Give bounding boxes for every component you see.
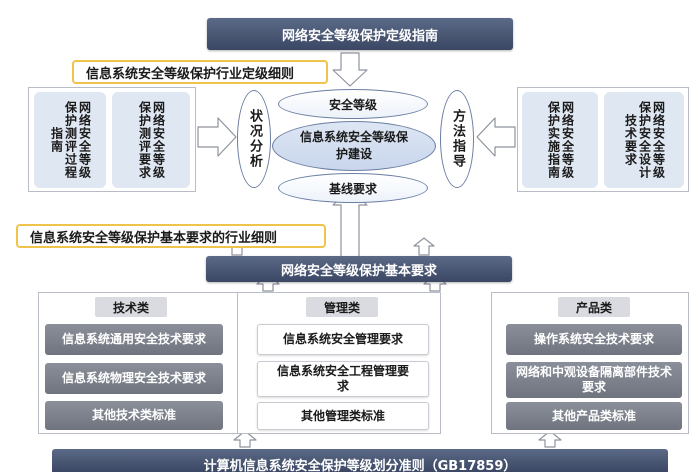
mgmt-item-other-text: 其他管理类标准 [300,408,385,423]
mgmt-item-engineering: 信息系统安全工程管理要求 [257,361,429,397]
tech-category-label: 技术类 [95,297,167,317]
status-analysis-text: 状况分析 [247,109,262,169]
baseline-requirement-ellipse: 基线要求 [278,173,428,203]
mgmt-item-security: 信息系统安全管理要求 [257,324,429,355]
product-item-other-text: 其他产品类标准 [551,408,636,423]
basic-requirements-text: 网络安全等级保护基本要求 [280,263,437,279]
tech-item-other: 其他技术类标准 [45,401,223,430]
mgmt-item-other: 其他管理类标准 [257,402,429,430]
industry-basic-rules-box: 信息系统安全等级保护基本要求的行业细则 [16,224,326,248]
industry-basic-rules-text: 信息系统安全等级保护基本要求的行业细则 [30,230,278,246]
product-item-isolation: 网络和中观设备隔离部件技术要求 [506,362,682,398]
right-card-2-col-3: 技术要求 [623,114,638,166]
security-level-text: 安全等级 [328,97,377,112]
right-card-2-col-1: 网络安全等级 [651,101,666,179]
classification-criteria-bar: 计算机信息系统安全保护等级划分准则（GB17859） [52,449,668,474]
right-card-1-col-2: 保护实施指南 [546,101,561,179]
left-card-2-col-2: 保护测评要求 [137,101,152,179]
tech-item-general: 信息系统通用安全技术要求 [45,324,223,355]
method-guidance-ellipse: 方法指导 [440,90,474,188]
tech-category-label-text: 技术类 [112,300,149,315]
product-item-isolation-text: 网络和中观设备隔离部件技术要求 [516,365,673,394]
arrow-up-small-right [413,237,435,256]
arrow-up-bottom-left [233,430,257,448]
product-item-other: 其他产品类标准 [506,402,682,430]
grading-guide-title-bar: 网络安全等级保护定级指南 [207,18,513,50]
right-card-1-col-1: 网络安全等级 [560,101,575,179]
mgmt-item-engineering-text: 信息系统安全工程管理要求 [276,364,409,393]
arrow-up-bottom-right [538,430,562,448]
left-card-2-col-1: 网络安全等级 [151,101,166,179]
left-card-1-col-1: 网络安全等级 [77,101,92,179]
tech-mgmt-divider [237,292,238,434]
left-card-1-col-3: 指南 [49,127,64,153]
left-card-evaluation-process: 指南 保护测评过程 网络安全等级 [34,92,106,188]
right-card-design-requirements: 技术要求 保护安全设计 网络安全等级 [604,92,684,188]
industry-grading-rules-box: 信息系统安全等级保护行业定级细则 [72,60,328,84]
tech-item-physical: 信息系统物理安全技术要求 [45,363,223,394]
right-card-implementation-guide: 保护实施指南 网络安全等级 [522,92,598,188]
tech-item-physical-text: 信息系统物理安全技术要求 [61,371,206,385]
tech-item-general-text: 信息系统通用安全技术要求 [61,332,206,346]
grading-guide-title: 网络安全等级保护定级指南 [281,28,438,44]
mgmt-category-label: 管理类 [306,297,378,317]
classification-criteria-text: 计算机信息系统安全保护等级划分准则（GB17859） [203,459,517,474]
tech-item-other-text: 其他技术类标准 [91,408,176,422]
status-analysis-ellipse: 状况分析 [237,90,271,188]
mgmt-category-label-text: 管理类 [323,300,360,315]
product-item-os-text: 操作系统安全技术要求 [533,332,654,346]
method-guidance-text: 方法指导 [450,109,465,169]
basic-requirements-bar: 网络安全等级保护基本要求 [206,256,512,282]
security-level-ellipse: 安全等级 [278,89,428,119]
protection-build-text: 信息系统安全等级保护建设 [299,130,408,161]
mgmt-item-security-text: 信息系统安全管理要求 [282,332,403,346]
right-card-2-col-2: 保护安全设计 [637,101,652,179]
arrow-left-right [476,117,516,157]
arrow-right-left [197,117,237,157]
protection-build-ellipse: 信息系统安全等级保护建设 [272,121,436,171]
baseline-requirement-text: 基线要求 [328,181,377,196]
left-card-1-col-2: 保护测评过程 [63,101,78,179]
product-category-label-text: 产品类 [575,300,612,315]
arrow-down-top [332,52,368,87]
industry-grading-rules-text: 信息系统安全等级保护行业定级细则 [86,66,295,82]
left-card-evaluation-requirements: 保护测评要求 网络安全等级 [112,92,190,188]
product-category-label: 产品类 [558,297,630,317]
product-item-os: 操作系统安全技术要求 [506,324,682,355]
